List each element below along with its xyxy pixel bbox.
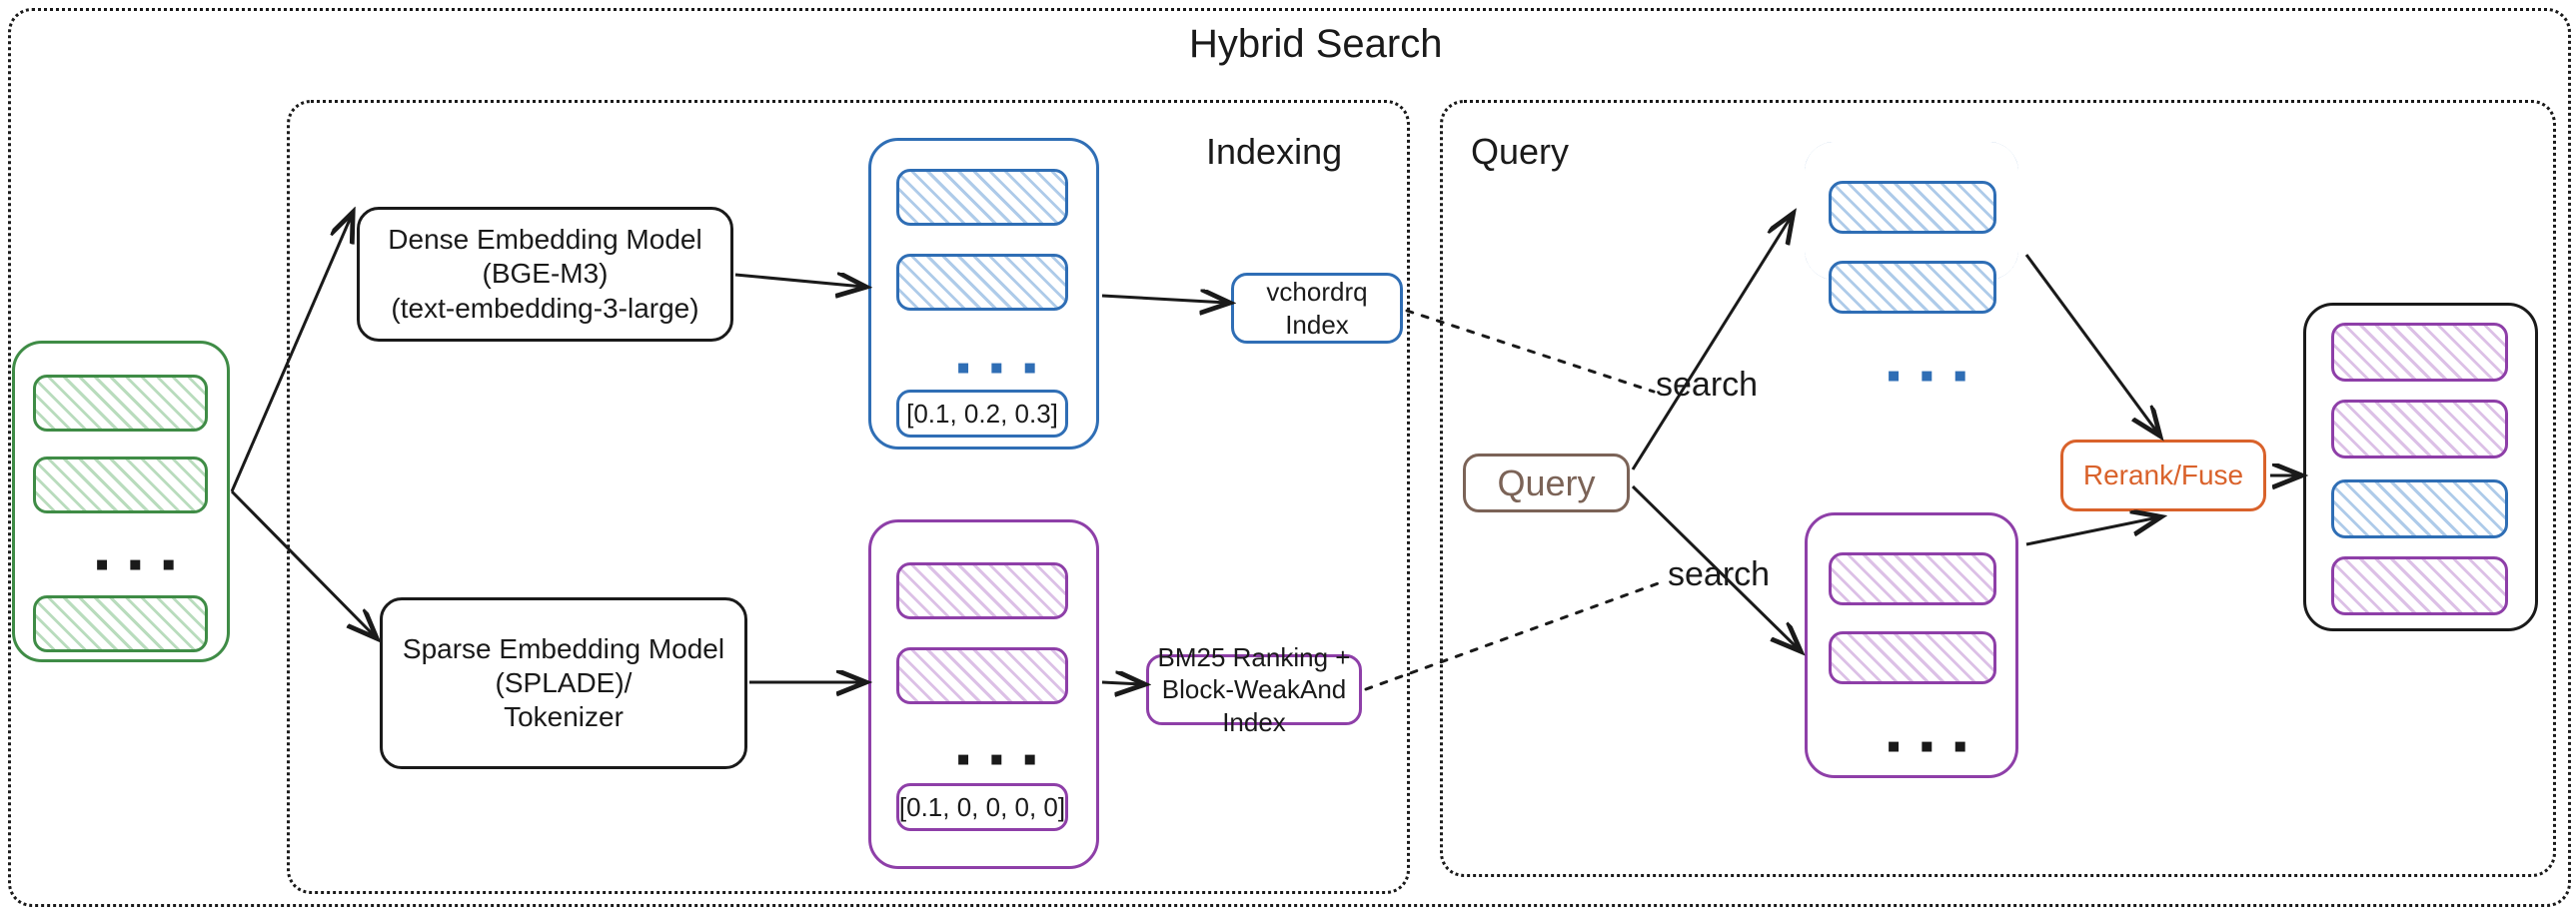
- rerank-fuse-label: Rerank/Fuse: [2082, 460, 2244, 490]
- edge-bm25-index-to-search-sparse: [1364, 579, 1666, 691]
- stack-item-fused-result-2: [2331, 400, 2508, 459]
- stack-ellipsis-dense-vectors: ▪ ▪ ▪: [956, 346, 1041, 390]
- stack-item-sparse-vector-1: [896, 562, 1068, 619]
- node-sparse-embedding-model[interactable]: Sparse Embedding Model (SPLADE)/ Tokeniz…: [380, 597, 747, 769]
- edge-sparse-results-to-rerank: [2025, 517, 2158, 546]
- query-panel: [1440, 100, 2556, 877]
- edge-dense-results-to-rerank: [2024, 254, 2158, 434]
- sparse-model-line-3: Tokenizer: [504, 701, 624, 733]
- indexing-panel: [287, 100, 1410, 894]
- edge-vchordrq-index-to-search-dense: [1405, 309, 1656, 394]
- node-query[interactable]: Query: [1463, 454, 1630, 512]
- sparse-model-line-2: (SPLADE)/: [495, 666, 633, 698]
- stack-item-sparse-result-2: [1829, 631, 1996, 684]
- stack-item-sparse-vector-2: [896, 647, 1068, 704]
- edge-label-search-sparse: search: [1668, 555, 1771, 593]
- query-node-label: Query: [1497, 461, 1596, 503]
- stack-item-sparse-result-1: [1829, 552, 1996, 605]
- stack-item-fused-result-3: [2331, 479, 2508, 538]
- stack-item-dense-vector-2: [896, 254, 1068, 311]
- stack-item-fused-result-4: [2331, 556, 2508, 615]
- dense-model-line-2: (BGE-M3): [482, 258, 609, 290]
- stack-item-dense-vector-1: [896, 169, 1068, 226]
- stack-ellipsis-sparse-results: ▪ ▪ ▪: [1887, 724, 1971, 768]
- edge-dense-vectors-to-index: [1101, 296, 1227, 303]
- bm25-index-line-2: Block-WeakAnd Index: [1161, 674, 1347, 737]
- stack-item-dense-result-2: [1829, 261, 1996, 314]
- hybrid-search-container: [8, 8, 2571, 907]
- bm25-index-line-1: BM25 Ranking +: [1157, 641, 1351, 672]
- edge-query-to-dense-search: [1631, 216, 1792, 470]
- query-panel-label: Query: [1471, 131, 1570, 172]
- stack-item-dense-result-1: [1829, 181, 1996, 234]
- dense-model-line-3: (text-embedding-3-large): [391, 292, 699, 324]
- stack-item-dense-vector-value: [0.1, 0.2, 0.3]: [896, 390, 1068, 438]
- node-dense-embedding-model[interactable]: Dense Embedding Model (BGE-M3) (text-emb…: [357, 207, 733, 342]
- page-title: Hybrid Search: [1189, 22, 1443, 66]
- stack-item-source-doc-3: [33, 595, 208, 652]
- stack-item-source-doc-1: [33, 375, 208, 432]
- edge-docs-to-sparse-model: [230, 489, 375, 636]
- stack-ellipsis-source-docs: ▪ ▪ ▪: [95, 542, 180, 586]
- stack-ellipsis-sparse-vectors: ▪ ▪ ▪: [956, 737, 1041, 781]
- edge-sparse-vectors-to-index: [1101, 682, 1142, 684]
- vchordrq-index-line-1: vchordrq: [1266, 277, 1368, 307]
- edge-query-to-sparse-search: [1631, 484, 1799, 649]
- sparse-model-line-1: Sparse Embedding Model: [402, 632, 725, 664]
- vchordrq-index-line-2: Index: [1285, 309, 1349, 340]
- edge-dense-model-to-vectors: [734, 275, 863, 287]
- stack-item-fused-result-1: [2331, 323, 2508, 382]
- indexing-panel-label: Indexing: [1206, 131, 1343, 172]
- dense-model-line-1: Dense Embedding Model: [388, 224, 702, 256]
- stack-item-source-doc-2: [33, 457, 208, 513]
- edge-docs-to-dense-model: [230, 215, 352, 492]
- node-bm25-index[interactable]: BM25 Ranking + Block-WeakAnd Index: [1146, 642, 1362, 737]
- stack-item-sparse-vector-value: [0.1, 0, 0, 0, 0]: [896, 783, 1068, 831]
- stack-ellipsis-dense-results: ▪ ▪ ▪: [1887, 354, 1971, 398]
- edge-label-search-dense: search: [1656, 366, 1759, 404]
